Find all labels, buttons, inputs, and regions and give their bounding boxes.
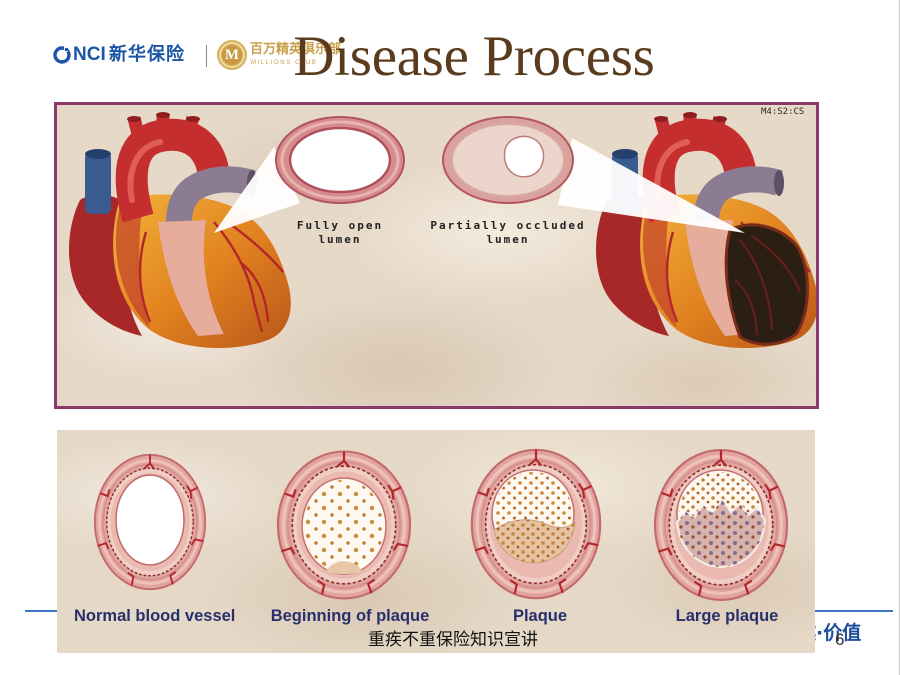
beginning-plaque-section xyxy=(276,449,412,601)
nci-ring-icon xyxy=(53,46,71,64)
clear-lumen xyxy=(115,474,185,566)
figure-code: M4:S2:CS xyxy=(761,107,805,117)
lipid-particles xyxy=(304,480,384,572)
millions-club-emblem xyxy=(217,40,247,70)
company-name: 新华保险 xyxy=(109,44,185,65)
large-plaque-section xyxy=(653,448,789,602)
infarct-vessels xyxy=(734,235,801,336)
early-plaque xyxy=(326,561,362,574)
stage-label-beginning: Beginning of plaque xyxy=(270,607,430,625)
stage-label-large: Large plaque xyxy=(675,607,779,625)
open-lumen-label-line1: Fully open xyxy=(296,219,384,232)
club-name-english: MILLIONS CLUB xyxy=(251,60,318,66)
zoom-wedge-right xyxy=(558,138,745,233)
plaque-progression-figure xyxy=(57,430,815,653)
occluded-lumen-label-line1: Partially occluded xyxy=(430,219,586,232)
heart-lumen-figure xyxy=(54,102,819,409)
open-lumen-label-line2: lumen xyxy=(318,233,362,246)
plaque-texture xyxy=(677,500,765,567)
stage-label-plaque: Plaque xyxy=(512,607,568,625)
slide-title: Disease Process xyxy=(293,25,655,88)
open-lumen xyxy=(288,126,392,194)
stage-label-normal: Normal blood vessel xyxy=(74,607,236,625)
company-mark: NCI xyxy=(73,44,106,65)
normal-vessel-section xyxy=(93,453,207,591)
healthy-heart xyxy=(69,112,291,348)
occluded-lumen-cross-section xyxy=(442,116,574,204)
narrowed-lumen xyxy=(503,135,545,178)
plaque-texture xyxy=(494,519,575,563)
plaque-progression-illustration xyxy=(93,448,789,602)
club-mark-letter: M xyxy=(224,47,240,63)
wall-striation xyxy=(280,120,400,200)
footer-text: 重疾不重保险知识宣讲 xyxy=(368,630,538,650)
heart-lumen-illustration xyxy=(57,105,816,406)
occluded-lumen-label-line2: lumen xyxy=(486,233,530,246)
open-lumen-cross-section xyxy=(275,116,405,204)
club-name: 百万精英俱乐部 xyxy=(250,42,342,57)
plaque-section xyxy=(470,448,602,600)
page-number: 6 xyxy=(835,630,845,649)
logo-separator xyxy=(206,45,207,67)
infarct-region xyxy=(724,223,809,346)
